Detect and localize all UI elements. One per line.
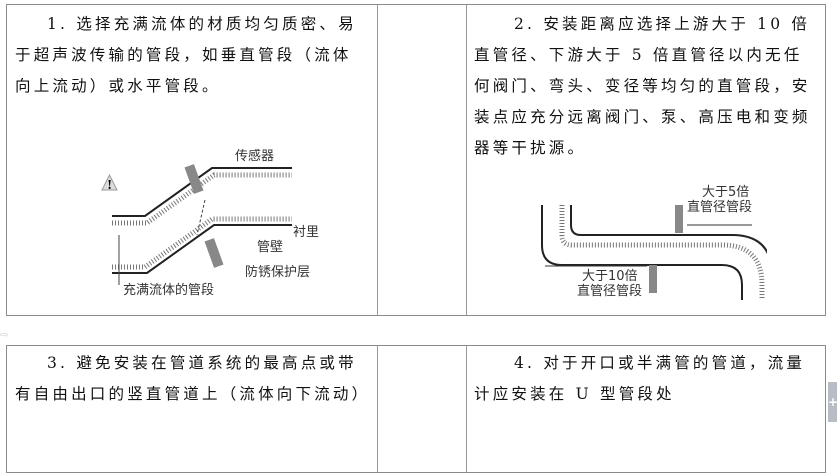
- column-divider: [466, 346, 467, 472]
- label-downstream-2: 直管径管段: [687, 200, 752, 215]
- anchor-icon: ⇨: [0, 330, 9, 341]
- sensor-icon: [184, 164, 204, 194]
- pipe-diagram-2: 大于5倍 直管径管段 大于10倍 直管径管段: [541, 185, 767, 300]
- cell-text-3: 3. 避免安装在管道系统的最高点或带有自由出口的竖直管道上（流体向下流动）: [15, 354, 371, 403]
- cell-text-2: 2. 安装距离应选择上游大于 10 倍直管径、下游大于 5 倍直管径以内无任何阀…: [474, 15, 811, 157]
- label-wall: 管壁: [257, 240, 283, 255]
- table-top: 1. 选择充满流体的材质均匀质密、易于超声波传输的管段，如垂直管段（流体向上流动…: [6, 4, 826, 316]
- label-downstream-1: 大于5倍: [702, 185, 749, 200]
- label-full-pipe: 充满流体的管段: [123, 282, 214, 298]
- sensor-icon: [649, 265, 657, 293]
- sensor-icon: [675, 205, 683, 233]
- column-divider: [377, 346, 378, 472]
- table-bottom: 3. 避免安装在管道系统的最高点或带有自由出口的竖直管道上（流体向下流动） 4.…: [6, 345, 826, 473]
- column-divider: [377, 5, 378, 315]
- label-upstream-1: 大于10倍: [582, 269, 638, 284]
- label-sensor: 传感器: [235, 148, 274, 164]
- cell-text-1: 1. 选择充满流体的材质均匀质密、易于超声波传输的管段，如垂直管段（流体向上流动…: [15, 15, 357, 95]
- column-divider: [466, 5, 467, 315]
- sensor-icon: [204, 238, 224, 268]
- pipe-lower-wall: [112, 224, 292, 274]
- cell-text-4: 4. 对于开口或半满管的管道，流量计应安装在 U 型管段处: [474, 354, 806, 403]
- pipe-upper-wall: [112, 167, 292, 217]
- warning-icon: !: [107, 178, 112, 192]
- expand-button[interactable]: +: [828, 382, 837, 422]
- label-coating: 防锈保护层: [245, 264, 310, 280]
- pipe-diagram-1: ! 传感器 衬里 管壁 防锈保护层 充满流体的管段: [101, 148, 319, 298]
- label-upstream-2: 直管径管段: [577, 284, 642, 299]
- warning-icon: [101, 173, 118, 191]
- label-lining: 衬里: [293, 225, 319, 240]
